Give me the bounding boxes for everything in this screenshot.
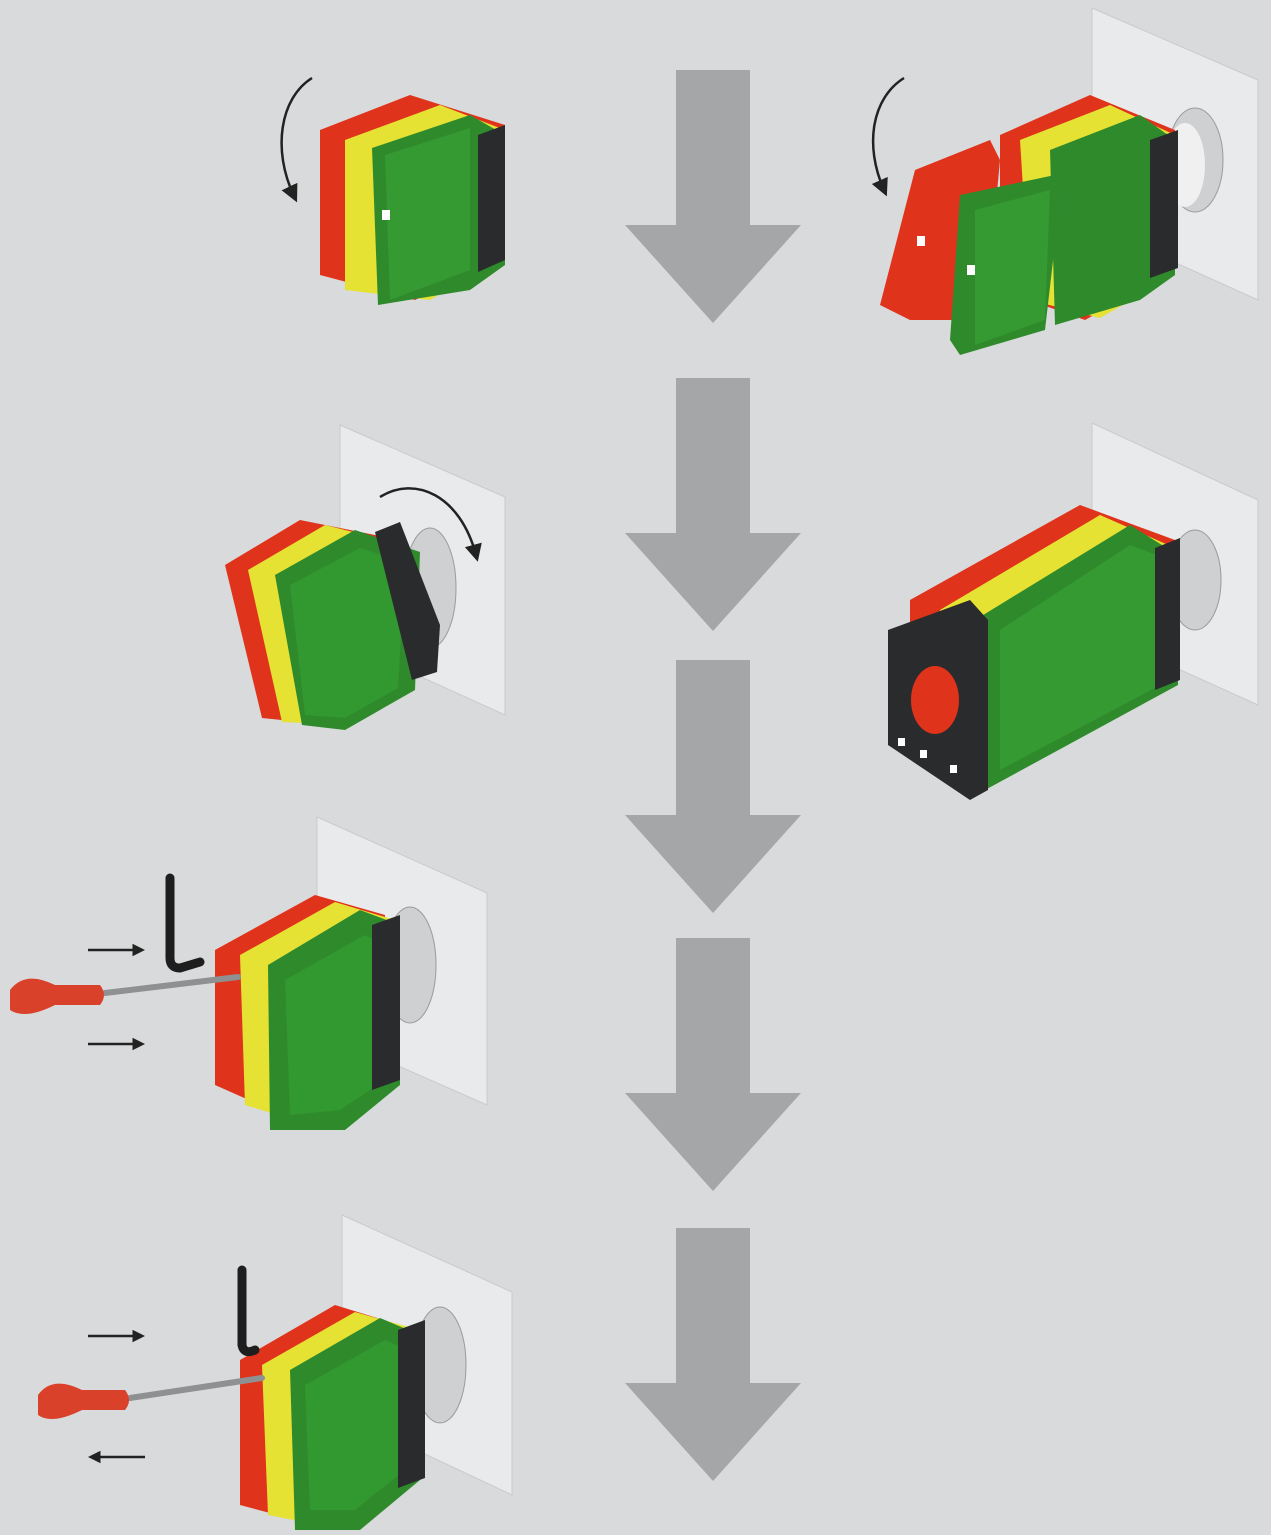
screwdriver-icon [38,1384,129,1419]
flow-arrow [625,378,801,631]
flow-arrow [625,938,801,1191]
flow-arrow [625,660,801,913]
step-1-module [282,78,505,305]
allen-key-icon [170,878,200,968]
result-1-assembly [873,8,1258,355]
allen-key-icon [242,1270,255,1352]
screwdriver-icon [10,979,104,1014]
flow-arrows [625,70,801,1481]
step-2-assembly [225,425,505,730]
flow-arrow [625,1228,801,1481]
result-2-assembly [888,423,1258,800]
step-4-assembly [38,1215,512,1530]
flow-arrow [625,70,801,323]
rotate-ccw-arrow [873,78,904,190]
rotate-ccw-arrow [282,78,312,196]
step-3-assembly [10,817,487,1130]
